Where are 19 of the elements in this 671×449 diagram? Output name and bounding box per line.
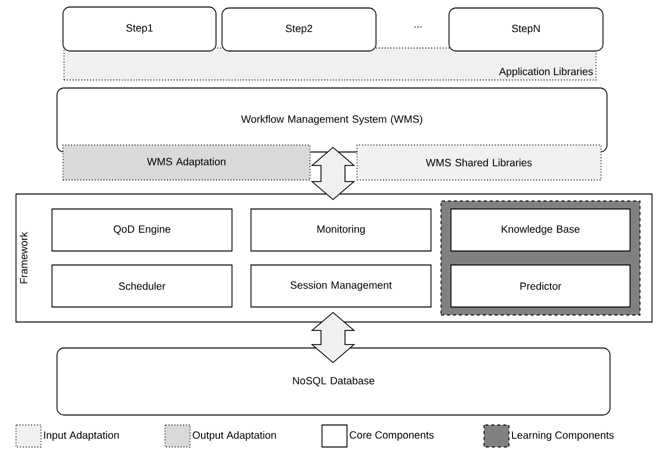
step-box: StepN bbox=[448, 8, 604, 52]
component-box: Predictor bbox=[450, 264, 630, 308]
legend-text: Output Adaptation bbox=[192, 431, 276, 441]
component-box: Knowledge Base bbox=[450, 208, 630, 252]
legend-text: Input Adaptation bbox=[44, 431, 119, 441]
system-box: Workflow Management System (WMS) bbox=[56, 88, 608, 152]
legend-text: Learning Components bbox=[512, 431, 614, 441]
ellipsis-text: ... bbox=[414, 26, 422, 28]
adaptation-box: WMS Adaptation bbox=[62, 144, 310, 180]
component-box: Scheduler bbox=[52, 264, 232, 308]
step-box: Step2 bbox=[222, 8, 376, 52]
step-box: Step1 bbox=[62, 6, 216, 52]
component-box: Session Management bbox=[250, 264, 432, 308]
legend-text: Core Components bbox=[350, 431, 434, 441]
database-box: NoSQL Database bbox=[56, 348, 610, 416]
library-band: Application Libraries bbox=[64, 48, 596, 80]
component-box: QoD Engine bbox=[52, 208, 232, 252]
library-box: WMS Shared Libraries bbox=[356, 144, 602, 180]
component-box: Monitoring bbox=[250, 208, 432, 252]
